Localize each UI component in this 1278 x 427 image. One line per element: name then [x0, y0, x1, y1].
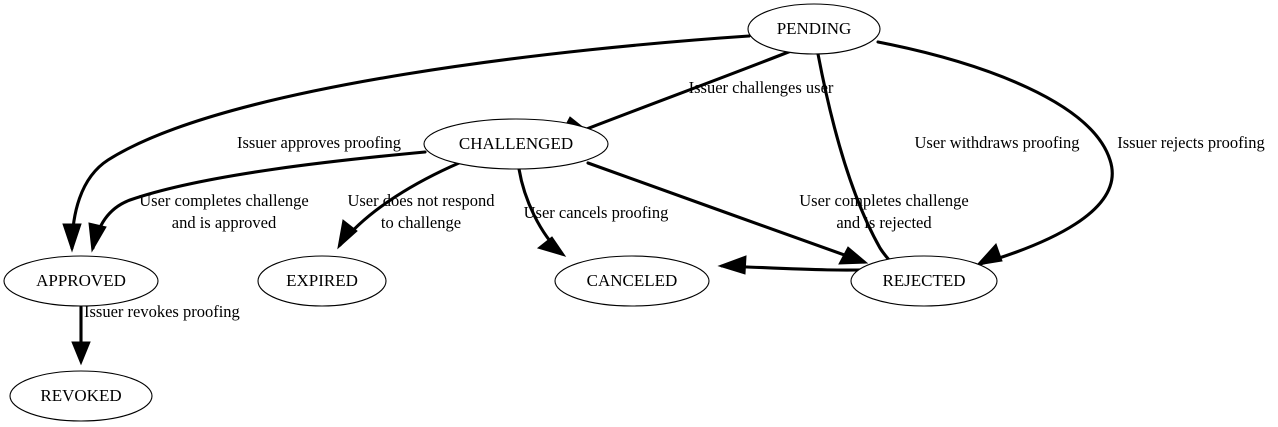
node-ellipse[interactable]	[3, 255, 159, 307]
node-approved[interactable]: APPROVED	[3, 255, 159, 307]
node-ellipse[interactable]	[257, 255, 387, 307]
edge-label-challenged-to-expired: User does not respond to challenge	[347, 191, 495, 232]
edge-approved-to-revoked	[71, 305, 91, 366]
edge-pending-to-approved	[62, 34, 751, 253]
edge-path	[582, 49, 793, 132]
edge-label-challenged-to-rejected: User completes challenge and is rejected	[799, 191, 969, 232]
node-ellipse[interactable]	[423, 118, 609, 170]
edge-label-pending-to-rejected: Issuer rejects proofing	[1117, 133, 1265, 152]
arrowhead-icon	[975, 243, 1003, 266]
node-ellipse[interactable]	[850, 255, 998, 307]
edge-challenged-to-approved	[88, 150, 427, 253]
node-label: PENDING	[777, 19, 852, 38]
node-label: APPROVED	[36, 271, 126, 290]
arrowhead-icon	[536, 236, 567, 257]
edge-challenged-to-expired	[337, 161, 461, 250]
edge-label-line: to challenge	[381, 213, 461, 232]
arrowhead-icon	[71, 341, 91, 366]
edge-label-line: User completes challenge	[799, 191, 969, 210]
arrowhead-icon	[62, 223, 82, 253]
edge-label-line: User completes challenge	[139, 191, 309, 210]
edge-challenged-to-rejected	[586, 161, 869, 265]
edge-pending-to-rejected	[876, 40, 1114, 266]
edge-path	[876, 40, 1114, 266]
edge-challenged-to-canceled	[517, 167, 567, 257]
node-label: EXPIRED	[286, 271, 358, 290]
node-ellipse[interactable]	[747, 3, 881, 55]
arrowhead-icon	[717, 255, 747, 275]
arrowhead-icon	[337, 219, 358, 250]
arrowhead-icon	[88, 222, 107, 253]
edge-label-approved-to-revoked: Issuer revokes proofing	[84, 302, 240, 321]
node-canceled[interactable]: CANCELED	[554, 255, 710, 307]
node-label: REJECTED	[882, 271, 965, 290]
node-pending[interactable]: PENDING	[747, 3, 881, 55]
node-label: CHALLENGED	[459, 134, 573, 153]
edge-path	[70, 34, 751, 250]
node-label: CANCELED	[587, 271, 678, 290]
edge-label-pending-to-challenged: Issuer challenges user	[689, 78, 834, 97]
edge-label-pending-to-canceled: User withdraws proofing	[915, 133, 1080, 152]
edge-label-line: User does not respond	[347, 191, 495, 210]
edge-label-challenged-to-canceled: User cancels proofing	[524, 203, 669, 222]
node-rejected[interactable]: REJECTED	[850, 255, 998, 307]
edge-label-line: and is approved	[172, 213, 277, 232]
node-label: REVOKED	[40, 386, 121, 405]
node-expired[interactable]: EXPIRED	[257, 255, 387, 307]
edge-label-pending-to-approved: Issuer approves proofing	[237, 133, 401, 152]
arrowhead-icon	[838, 246, 869, 265]
node-ellipse[interactable]	[554, 255, 710, 307]
node-challenged[interactable]: CHALLENGED	[423, 118, 609, 170]
edge-path	[91, 150, 427, 250]
edge-path	[586, 161, 866, 264]
edge-label-line: and is rejected	[836, 213, 932, 232]
edge-label-challenged-to-approved: User completes challenge and is approved	[139, 191, 309, 232]
node-ellipse[interactable]	[9, 370, 153, 422]
node-revoked[interactable]: REVOKED	[9, 370, 153, 422]
